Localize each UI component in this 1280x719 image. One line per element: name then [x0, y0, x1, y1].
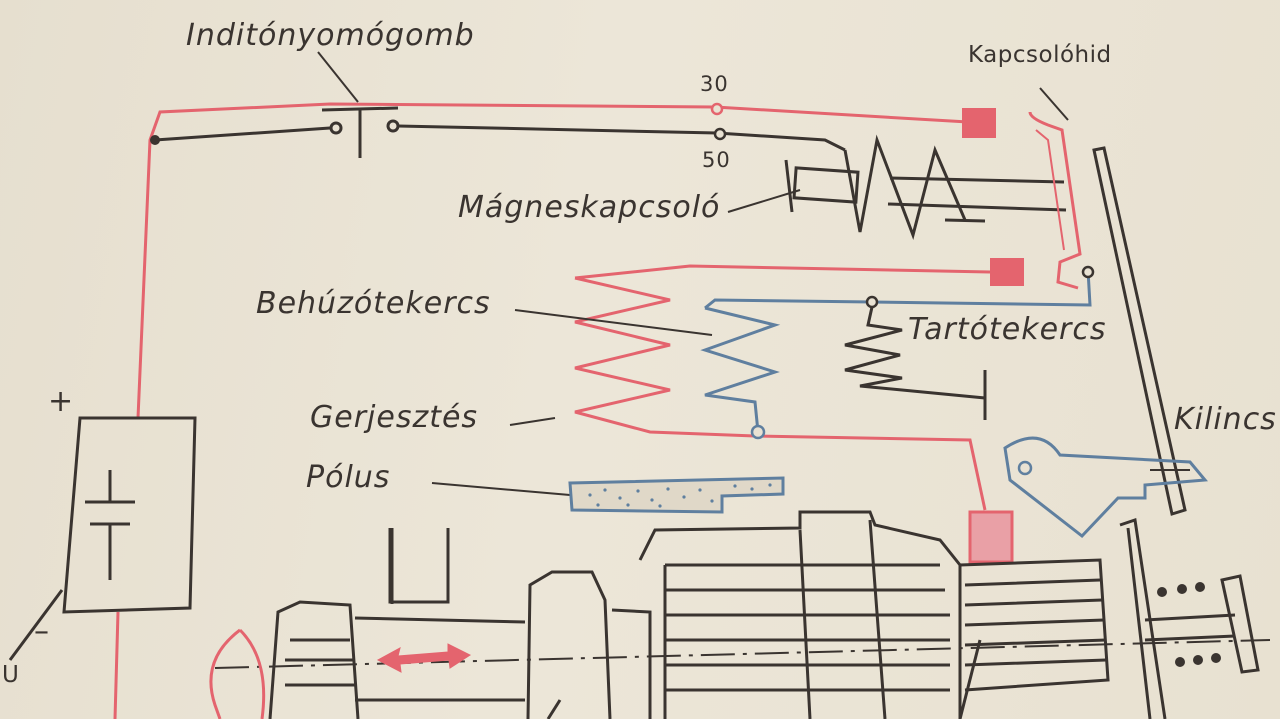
terminal-50 — [713, 127, 727, 141]
label-terminal-50: 50 — [702, 148, 731, 172]
terminal-30 — [710, 102, 724, 116]
rotation-arrow — [209, 628, 266, 719]
hold-coil-wire — [704, 269, 1092, 310]
contact-lower — [990, 258, 1024, 286]
pull-in-coil-wire — [574, 264, 991, 280]
pawl — [1003, 436, 1208, 539]
hold-terminal — [865, 295, 879, 309]
label-gerjesztes: Gerjesztés — [310, 400, 479, 435]
blue-coil — [700, 306, 781, 433]
gerjesztes-leader — [509, 417, 556, 426]
label-minus: – — [34, 614, 50, 649]
coil-junction — [750, 424, 766, 440]
label-tartotekercs: Tartótekercs — [908, 312, 1107, 347]
battery — [8, 416, 197, 661]
label-kilincs: Kilincs — [1174, 402, 1277, 437]
starter-motor — [268, 510, 1260, 719]
terminal-50-wire — [397, 124, 846, 152]
engagement-arrow — [376, 643, 472, 673]
label-inditonyomogomb: Inditónyomógomb — [186, 18, 475, 53]
positive-supply-wire — [136, 102, 969, 419]
pawl-pivot — [1017, 460, 1033, 476]
bridge-terminal — [1081, 265, 1095, 279]
carbon-brush — [968, 510, 1014, 564]
pole-shoe — [568, 476, 785, 514]
label-behuzotekercs: Behúzótekercs — [256, 286, 491, 321]
switch-bridge — [1028, 111, 1082, 290]
polus-leader — [431, 482, 571, 496]
button-input-wire — [154, 126, 331, 142]
battery-lower-wire — [113, 611, 120, 719]
contact-30 — [962, 108, 996, 138]
behuzotekercs-leader — [514, 309, 713, 336]
shift-fork — [388, 528, 450, 604]
label-plus: + — [48, 384, 75, 419]
label-polus: Pólus — [306, 460, 391, 495]
start-push-button — [321, 106, 400, 158]
holding-coil — [844, 306, 987, 420]
spring-coils — [1157, 582, 1221, 667]
pull-in-coil — [574, 276, 987, 511]
pawl-rod — [1092, 146, 1187, 516]
kapcsolohid-leader — [1039, 87, 1069, 121]
inditonyomogomb-leader — [317, 51, 359, 103]
label-kapcsolohid: Kapcsolóhid — [968, 42, 1112, 68]
pole-shoe-texture — [588, 483, 772, 508]
label-magneskapcsolo: Mágneskapcsoló — [458, 190, 721, 225]
magneskapcsolo-leader — [727, 189, 801, 213]
solenoid-switch — [784, 134, 1067, 240]
label-voltage-u: U — [2, 662, 20, 688]
label-terminal-30: 30 — [700, 72, 729, 96]
switch-bridge-inner — [1035, 129, 1065, 251]
